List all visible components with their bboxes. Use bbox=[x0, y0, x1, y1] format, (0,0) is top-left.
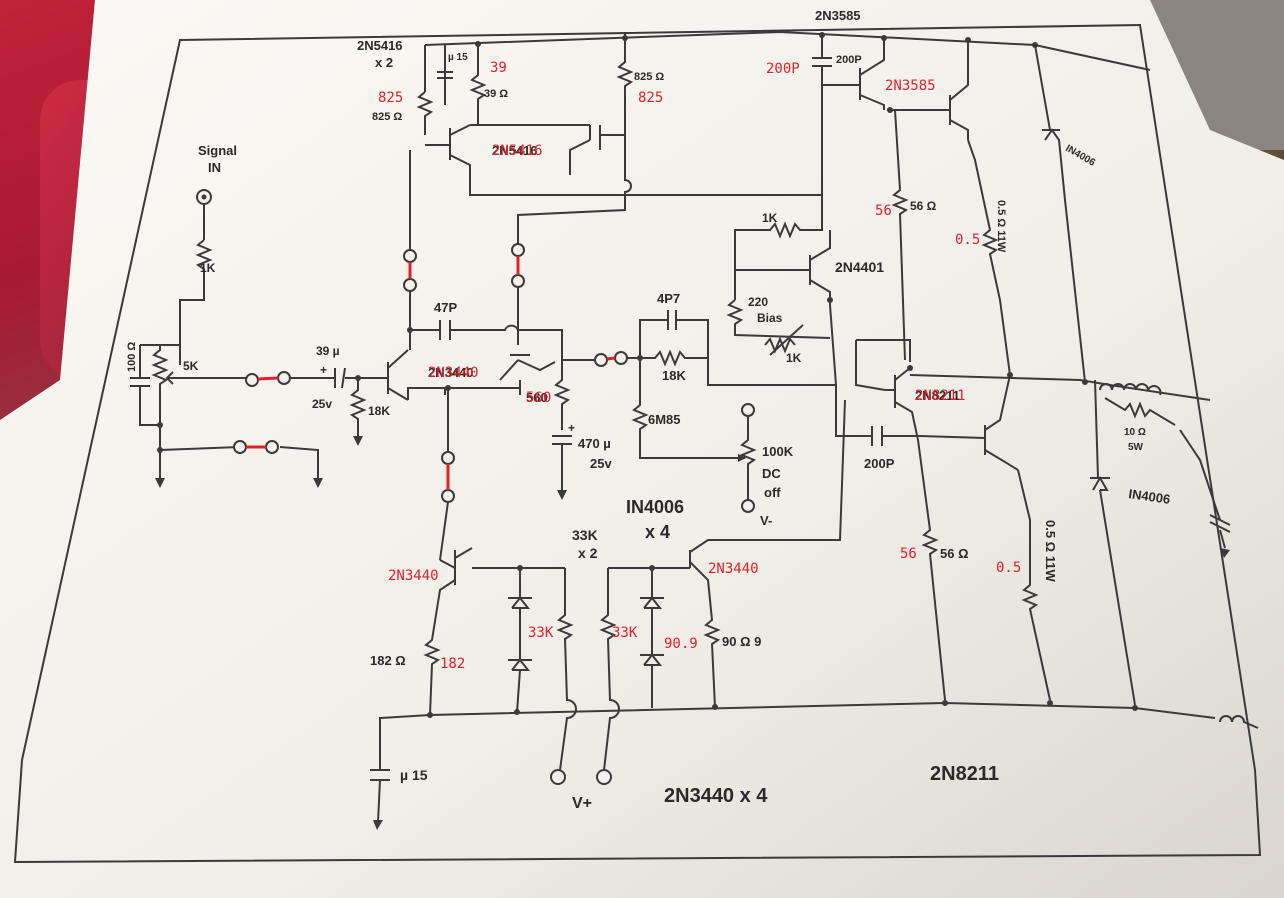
svg-text:+: + bbox=[320, 363, 327, 377]
label-t-2n3440-x4: 2N3440 x 4 bbox=[664, 785, 768, 807]
label-r-560: 560 bbox=[526, 390, 548, 405]
label-t-2n3440-mid: 2N3440 bbox=[428, 365, 474, 380]
label-c-470u-v: 25v bbox=[590, 456, 612, 471]
label-bias: Bias bbox=[757, 311, 783, 325]
svg-text:+: + bbox=[568, 421, 575, 435]
label-c-4p7: 4P7 bbox=[657, 291, 680, 306]
label-t-2n5416-x2-0: 2N5416 bbox=[357, 38, 403, 53]
label-r-18k-b: 18K bbox=[662, 368, 686, 383]
annotation-n-560: 560 bbox=[526, 390, 551, 406]
annotation-n-2n3440-mid: 2N3440 bbox=[428, 365, 479, 381]
label-c-47p: 47P bbox=[434, 300, 457, 315]
label-c-15: µ 15 bbox=[448, 52, 468, 63]
label-r-220: 220 bbox=[748, 295, 768, 309]
annotation-n-39: 39 bbox=[490, 60, 507, 76]
annotation-n-56-top: 56 bbox=[875, 203, 892, 219]
label-in4006-x4-0: IN4006 bbox=[626, 497, 684, 517]
label-r-90-9: 90 Ω 9 bbox=[722, 634, 761, 649]
label-r-182: 182 Ω bbox=[370, 653, 406, 668]
annotation-n-33k-left: 33K bbox=[528, 625, 554, 641]
annotation-n-33k-right: 33K bbox=[612, 625, 638, 641]
label-pot-5k: 5K bbox=[183, 359, 199, 373]
annotation-n-825-right: 825 bbox=[638, 90, 663, 106]
annotation-n-2n3585: 2N3585 bbox=[885, 78, 936, 94]
label-r-6m85: 6M85 bbox=[648, 412, 681, 427]
label-signal-in-1: IN bbox=[208, 160, 221, 175]
label-r-10-w: 5W bbox=[1128, 442, 1144, 453]
annotation-n-200p: 200P bbox=[766, 61, 800, 77]
label-cap-39u-v: 25v bbox=[312, 397, 332, 411]
transistor-input-2n3440 bbox=[378, 349, 409, 401]
label-c-200p-b: 200P bbox=[864, 456, 895, 471]
label-c-100: 100 Ω bbox=[126, 342, 138, 372]
label-r-1k-bias: 1K bbox=[762, 211, 778, 225]
label-pot-1k: 1K bbox=[786, 351, 802, 365]
label-cap-39u: 39 µ bbox=[316, 344, 340, 358]
label-t-2n8211-mid: 2N8211 bbox=[915, 388, 960, 403]
label-r-18k-a: 18K bbox=[368, 404, 390, 418]
label-r-39b: 39 Ω bbox=[484, 88, 508, 100]
label-pot-100k-1: DC bbox=[762, 466, 781, 481]
label-r-56-a: 56 Ω bbox=[910, 199, 937, 213]
label-t-2n5416-x2-1: x 2 bbox=[375, 55, 393, 70]
label-r-input-1k: 1K bbox=[200, 261, 216, 275]
label-t-2n3585-top: 2N3585 bbox=[815, 8, 861, 23]
label-in4006-b: IN4006 bbox=[1128, 486, 1172, 507]
label-c-200p-a: 200P bbox=[836, 54, 862, 66]
annotation-n-05-bottom: 0.5 bbox=[996, 560, 1021, 576]
label-pot-100k-0: 100K bbox=[762, 444, 794, 459]
annotation-n-05-top: 0.5 bbox=[955, 232, 980, 248]
annotation-n-2n5416: 2N5416 bbox=[492, 143, 543, 159]
annotation-n-182: 182 bbox=[440, 656, 465, 672]
annotation-n-825-left: 825 bbox=[378, 90, 403, 106]
label-t-2n8211: 2N8211 bbox=[930, 763, 999, 785]
label-r-33k-x2-1: x 2 bbox=[578, 545, 598, 561]
label-c-15-bottom: µ 15 bbox=[400, 767, 428, 783]
label-r-05-a: 0.5 Ω 11W bbox=[995, 200, 1007, 253]
label-v-plus: V+ bbox=[572, 795, 592, 812]
annotation-n-2n3440-left: 2N3440 bbox=[388, 568, 439, 584]
label-t-2n4401: 2N4401 bbox=[835, 259, 884, 275]
signal-input: Signal IN bbox=[196, 143, 237, 205]
label-in4006-x4-1: x 4 bbox=[645, 522, 670, 542]
label-r-56-b: 56 Ω bbox=[940, 546, 969, 561]
label-c-470u: 470 µ bbox=[578, 436, 611, 451]
label-r-33k-x2-0: 33K bbox=[572, 527, 598, 543]
label-r-825-b: 825 Ω bbox=[634, 71, 664, 83]
annotation-n-56-bottom: 56 bbox=[900, 546, 917, 562]
label-pot-100k-2: off bbox=[764, 485, 781, 500]
label-t-2n5416: 2N5416 bbox=[492, 143, 538, 158]
label-v-minus: V- bbox=[760, 513, 772, 528]
annotation-n-2n8211: 2N8211 bbox=[915, 388, 966, 404]
schematic-border bbox=[13, 23, 1262, 864]
annotation-n-90-9: 90.9 bbox=[664, 636, 698, 652]
label-r-825-a: 825 Ω bbox=[372, 111, 402, 123]
annotation-n-2n3440-right: 2N3440 bbox=[708, 561, 759, 577]
label-r-10: 10 Ω bbox=[1124, 427, 1146, 438]
label-r-05-b: 0.5 Ω 11W bbox=[1043, 520, 1058, 582]
label-signal-in-0: Signal bbox=[198, 143, 237, 158]
